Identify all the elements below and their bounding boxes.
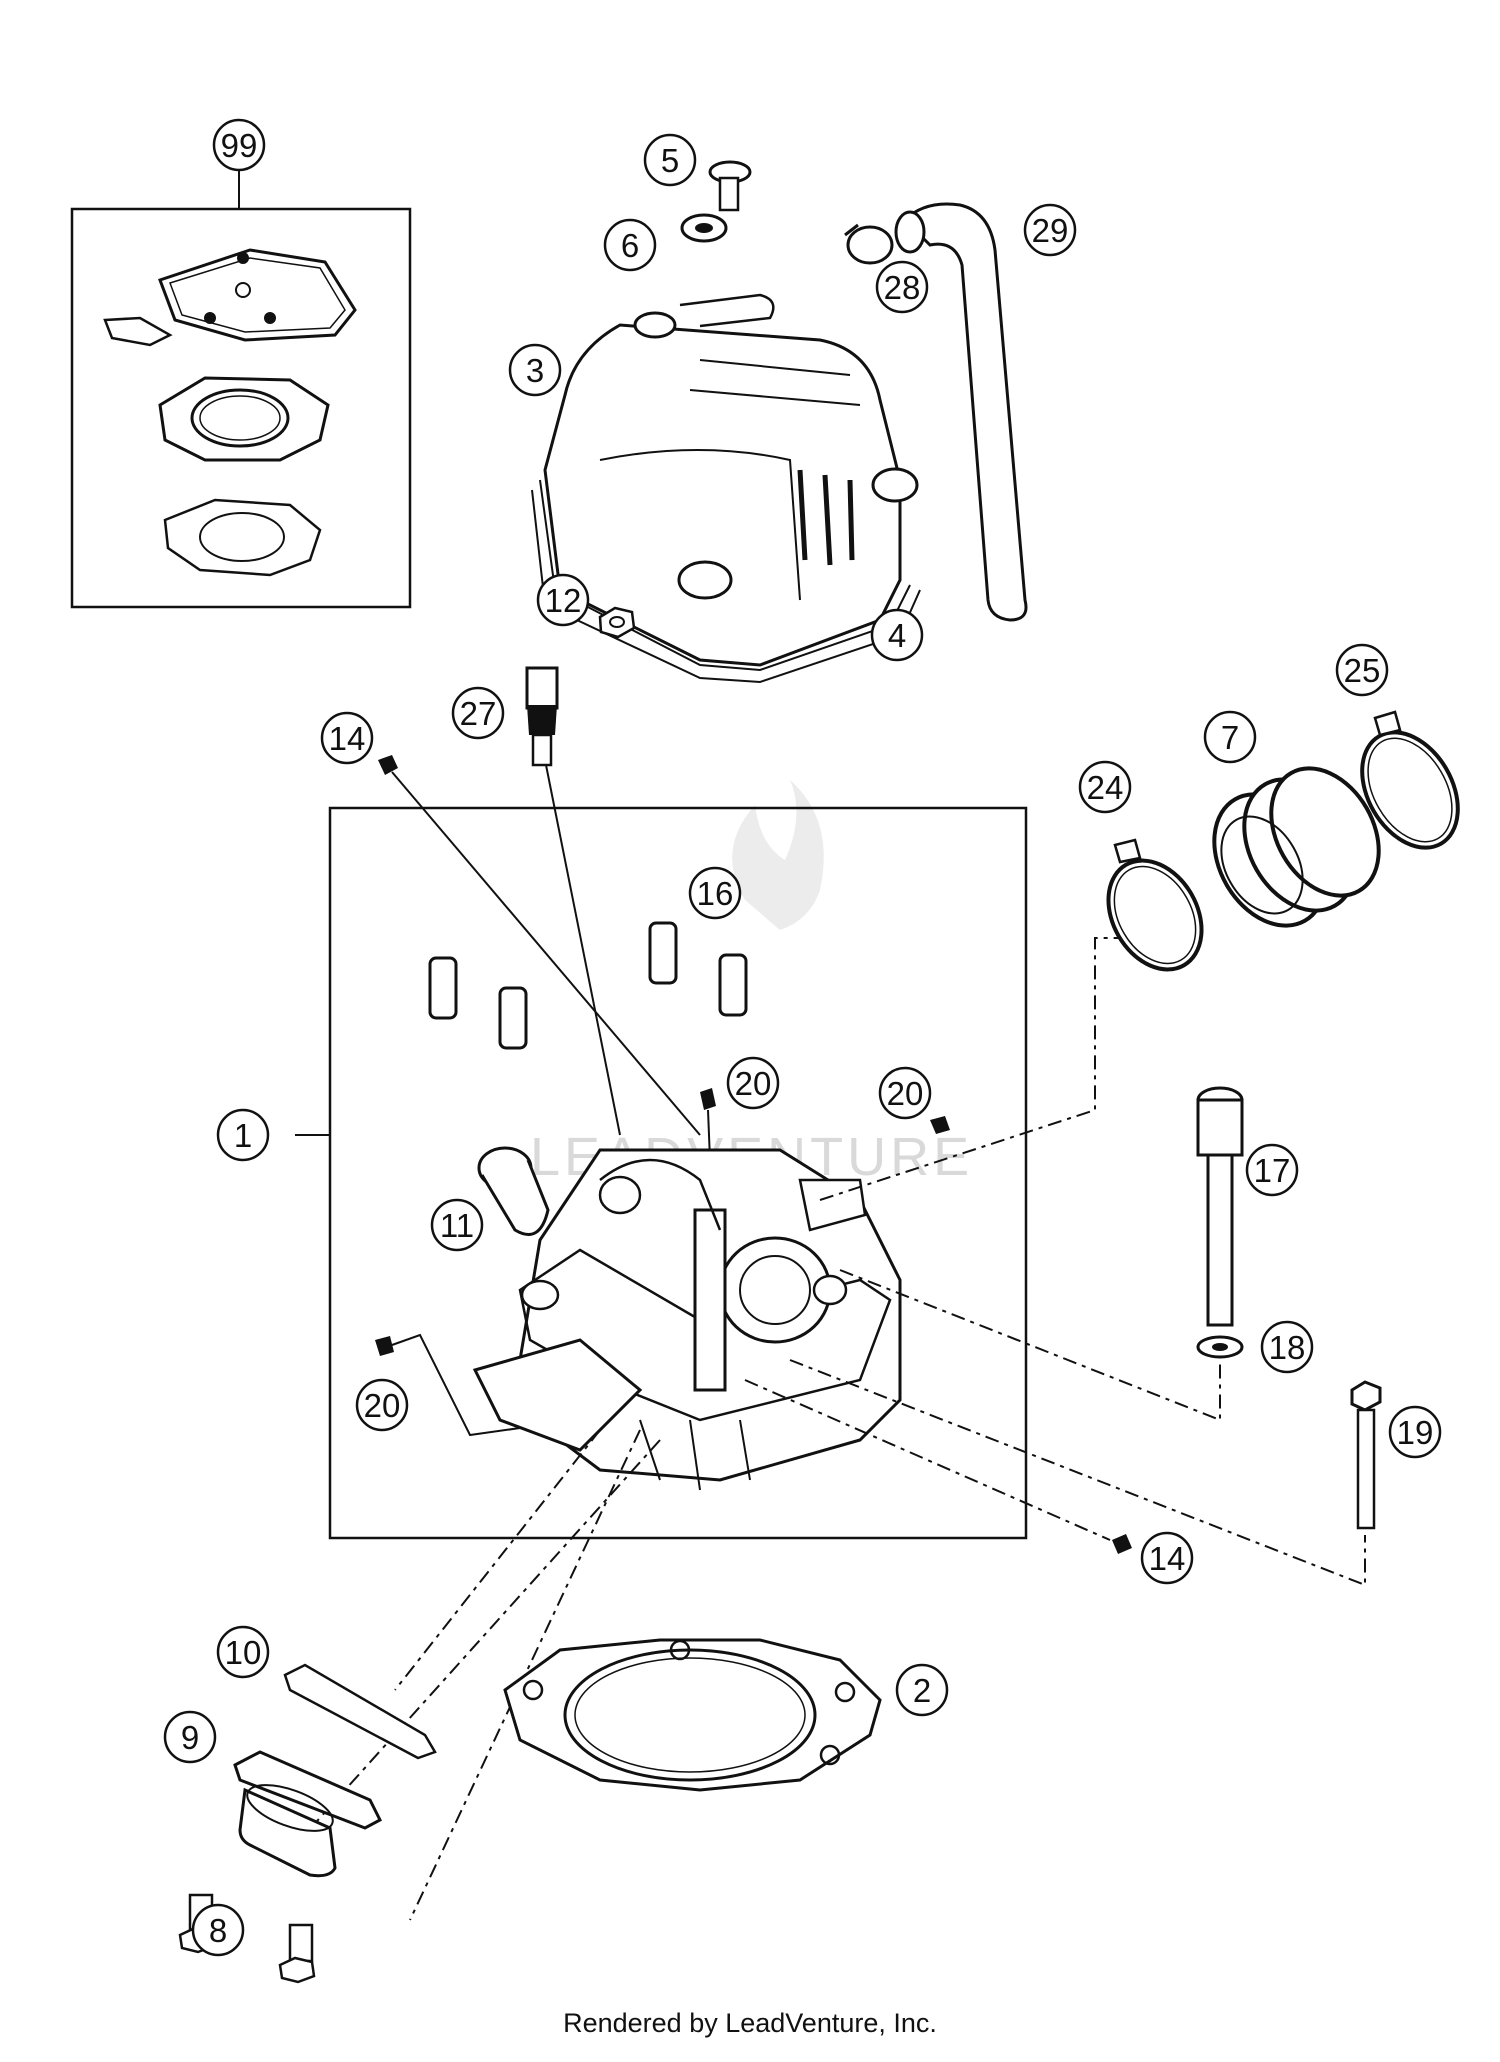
rubber-washer — [680, 213, 728, 243]
callout-27: 27 — [451, 686, 505, 740]
svg-text:27: 27 — [460, 695, 497, 732]
svg-text:3: 3 — [526, 352, 544, 389]
svg-text:25: 25 — [1344, 652, 1381, 689]
callout-3: 3 — [508, 343, 562, 397]
flange-gasket — [283, 1663, 437, 1760]
callout-28: 28 — [875, 260, 929, 314]
callout-11: 11 — [430, 1198, 484, 1252]
callout-18: 18 — [1260, 1320, 1314, 1374]
valve-cover — [531, 293, 921, 684]
svg-text:20: 20 — [735, 1065, 772, 1102]
callout-5: 5 — [643, 133, 697, 187]
callout-29: 29 — [1023, 203, 1077, 257]
svg-text:10: 10 — [225, 1634, 262, 1671]
svg-text:18: 18 — [1269, 1329, 1306, 1366]
cylinder-head-box — [295, 806, 1028, 1540]
callout-99: 99 — [212, 118, 266, 172]
flange-bolt — [1350, 1380, 1382, 1530]
svg-text:28: 28 — [884, 269, 921, 306]
svg-text:7: 7 — [1221, 719, 1239, 756]
gasket-kit-box — [70, 170, 412, 609]
callout-20-right: 20 — [878, 1066, 932, 1120]
callout-25: 25 — [1335, 643, 1389, 697]
svg-text:2: 2 — [913, 1672, 931, 1709]
cover-nut — [598, 606, 636, 639]
svg-text:1: 1 — [234, 1117, 252, 1154]
svg-text:4: 4 — [888, 617, 906, 654]
svg-text:20: 20 — [887, 1075, 924, 1112]
callout-9: 9 — [163, 1710, 217, 1764]
callout-19: 19 — [1388, 1405, 1442, 1459]
svg-text:16: 16 — [697, 875, 734, 912]
svg-text:99: 99 — [221, 127, 258, 164]
svg-text:12: 12 — [545, 582, 582, 619]
callout-20-center: 20 — [726, 1056, 780, 1110]
svg-text:19: 19 — [1397, 1414, 1434, 1451]
svg-text:8: 8 — [209, 1912, 227, 1949]
hose-clamp — [844, 223, 894, 265]
temperature-sensor — [525, 666, 621, 1136]
plug-screw-right — [930, 1116, 950, 1134]
breather-hose — [894, 202, 1028, 622]
rocker-bushing — [477, 1146, 550, 1236]
svg-text:20: 20 — [364, 1387, 401, 1424]
svg-text:14: 14 — [329, 720, 366, 757]
valve-guides — [428, 921, 748, 1050]
head-bolt-long — [1196, 1086, 1244, 1327]
callout-10: 10 — [216, 1625, 270, 1679]
callout-14-bottom: 14 — [1140, 1531, 1194, 1585]
plug-screw-bottom — [1112, 1534, 1132, 1554]
intake-clamp-left — [1106, 838, 1204, 972]
callout-4: 4 — [870, 608, 924, 662]
callout-17: 17 — [1245, 1143, 1299, 1197]
intake-boot — [1212, 766, 1381, 928]
cylinder-head — [472, 1148, 902, 1491]
callout-14-top: 14 — [320, 711, 374, 765]
callout-20-left: 20 — [355, 1378, 409, 1432]
callout-24: 24 — [1078, 760, 1132, 814]
svg-text:9: 9 — [181, 1719, 199, 1756]
bolt-washer — [1196, 1335, 1244, 1359]
callout-7: 7 — [1203, 710, 1257, 764]
callout-12: 12 — [536, 573, 590, 627]
callout-6: 6 — [603, 218, 657, 272]
intake-flange — [233, 1750, 382, 1878]
svg-text:5: 5 — [661, 142, 679, 179]
footer-credit: Rendered by LeadVenture, Inc. — [563, 2008, 937, 2038]
svg-text:24: 24 — [1087, 769, 1124, 806]
svg-text:29: 29 — [1032, 212, 1069, 249]
svg-text:14: 14 — [1149, 1540, 1186, 1577]
head-gasket — [503, 1638, 882, 1792]
intake-clamp-right — [1360, 710, 1460, 850]
callout-8: 8 — [191, 1903, 245, 1957]
flange-screw-right — [278, 1923, 316, 1984]
svg-text:17: 17 — [1254, 1152, 1291, 1189]
watermark: LEADVENTURE — [530, 780, 969, 1187]
svg-text:11: 11 — [440, 1207, 474, 1244]
svg-text:6: 6 — [621, 227, 639, 264]
callout-16: 16 — [688, 866, 742, 920]
cover-screw — [708, 160, 752, 212]
plug-screw-left — [375, 1333, 521, 1437]
callout-1: 1 — [216, 1108, 270, 1162]
plug-screw-top — [378, 755, 701, 1136]
callout-2: 2 — [895, 1663, 949, 1717]
